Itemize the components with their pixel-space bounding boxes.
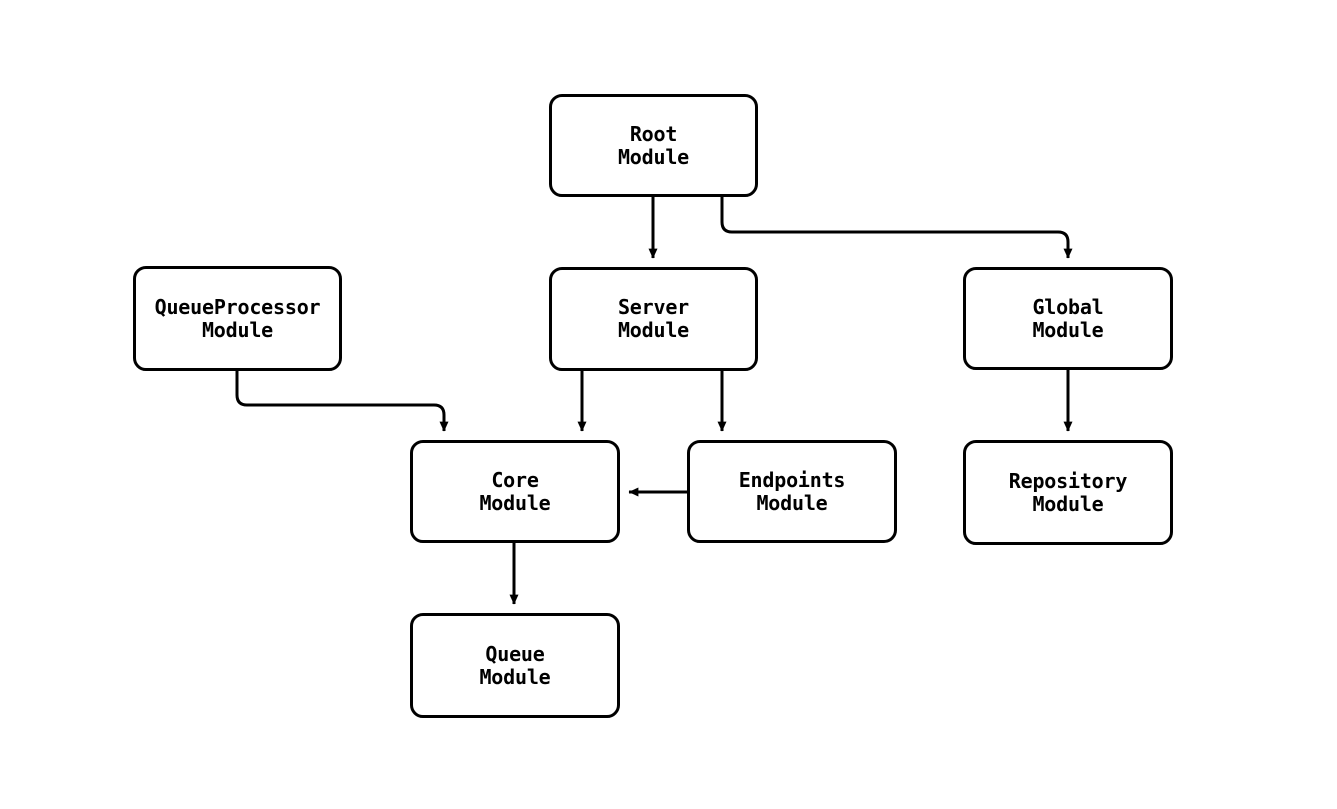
node-label-primary: Root (629, 121, 678, 146)
node-label-primary: Server (617, 295, 690, 319)
node-label-primary: Core (491, 467, 539, 492)
node-label-secondary: Module (201, 317, 274, 342)
node-label-secondary: Module (479, 664, 551, 689)
node-label-primary: Queue (485, 641, 545, 666)
node-label-secondary: Module (1032, 491, 1104, 516)
node-label-primary: Repository (1008, 468, 1128, 493)
node-label-primary: QueueProcessor (154, 294, 321, 319)
node-label-secondary: Module (1032, 317, 1104, 342)
node-label-primary: Endpoints (738, 467, 846, 492)
node-label-secondary: Module (479, 490, 551, 515)
edge-root-global (720, 197, 1073, 259)
node-label-secondary: Module (617, 144, 690, 169)
edge-queueprocessor-core (235, 371, 449, 432)
node-label-secondary: Module (617, 318, 690, 342)
node-label-primary: Global (1032, 294, 1104, 319)
node-label-secondary: Module (756, 490, 828, 515)
